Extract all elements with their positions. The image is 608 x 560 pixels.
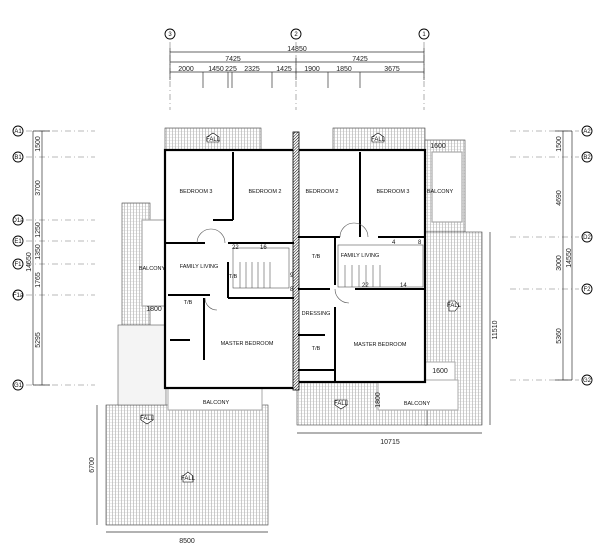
- dim-terrace: 11510: [492, 320, 499, 339]
- fall-arrow-icon: FALL: [371, 132, 386, 143]
- dimensions-left: 14650 1500 3700 1250 1350 1765 5295: [26, 130, 50, 386]
- dim-part: 3700: [35, 180, 42, 196]
- room-bedroom-3-left: BEDROOM 3: [179, 189, 212, 195]
- dim-part: 4690: [556, 190, 563, 206]
- grid-label: F1a: [13, 293, 24, 299]
- dim-part: 2325: [244, 66, 260, 73]
- dim-balcony: 1600: [432, 368, 448, 375]
- stair-mark: 8: [290, 287, 294, 293]
- svg-text:FALL: FALL: [371, 137, 386, 143]
- svg-text:FALL: FALL: [140, 416, 155, 422]
- dim-part: 5295: [35, 332, 42, 348]
- dim-total: 14550: [566, 248, 573, 268]
- room-bedroom-2-right: BEDROOM 2: [305, 189, 338, 195]
- dim-part: 5360: [556, 328, 563, 344]
- svg-text:FALL: FALL: [334, 401, 349, 407]
- grid-label: 1: [422, 32, 426, 38]
- svg-text:FALL: FALL: [447, 303, 462, 309]
- room-balcony-side-left: BALCONY: [139, 266, 166, 272]
- stair-mark: 9: [290, 273, 294, 279]
- grid-bubbles-left: A1 B1 D1a E1 F1 F1a G1: [12, 125, 24, 391]
- grid-label: A2: [583, 129, 591, 135]
- room-bedroom-3-right: BEDROOM 3: [376, 189, 409, 195]
- grid-label: D1a: [12, 218, 24, 224]
- grid-bubbles-right: A2 B2 D2 F2 G2: [581, 125, 593, 386]
- grid-label: F1: [14, 262, 22, 268]
- glass-canopy: [117, 324, 167, 406]
- grid-label: G1: [14, 383, 23, 389]
- dim-part: 3000: [556, 255, 563, 271]
- grid-label: G2: [583, 378, 592, 384]
- fall-arrow-icon: FALL: [181, 471, 196, 483]
- room-tb-right-lower: T/B: [312, 346, 321, 352]
- dim-terrace: 8500: [179, 538, 195, 545]
- dim-part: 1450: [208, 66, 224, 73]
- grid-label: F2: [583, 287, 591, 293]
- fall-arrow-icon: FALL: [334, 399, 349, 410]
- stair-mark: 8: [418, 240, 422, 246]
- dim-terrace: 10715: [380, 439, 400, 446]
- stair-mark: 4: [392, 240, 396, 246]
- dim-part: 1850: [336, 66, 352, 73]
- decking-areas: [105, 127, 483, 526]
- dim-part: 1900: [304, 66, 320, 73]
- room-tb-left-upper: T/B: [229, 274, 238, 280]
- grid-label: 2: [294, 32, 298, 38]
- stair-mark: 16: [260, 245, 267, 251]
- dim-part: 1425: [276, 66, 292, 73]
- room-labels: BEDROOM 3 BEDROOM 2 BEDROOM 2 BEDROOM 3 …: [139, 189, 454, 407]
- building-walls: [163, 131, 427, 391]
- grid-label: A1: [14, 129, 22, 135]
- dim-total: 14850: [287, 46, 307, 53]
- grid-label: 3: [168, 32, 172, 38]
- grid-label: B2: [583, 155, 591, 161]
- party-wall: [292, 131, 300, 391]
- dim-balcony: 1800: [375, 392, 382, 408]
- room-dressing: DRESSING: [302, 311, 331, 317]
- room-tb-left-lower: T/B: [184, 300, 193, 306]
- fall-arrow-icon: FALL: [447, 300, 462, 312]
- dimensions-other: 1600 1800 1600 1800 11510 10715 6700 850…: [89, 143, 499, 545]
- stair-mark: 22: [362, 283, 369, 289]
- room-family-living-right: FAMILY LIVING: [341, 253, 380, 259]
- dim-part: 1500: [556, 136, 563, 152]
- dim-terrace: 6700: [89, 457, 96, 473]
- room-balcony-bottom-left: BALCONY: [203, 400, 230, 406]
- dim-part: 1250: [35, 222, 42, 238]
- grid-label: E1: [14, 239, 22, 245]
- svg-text:FALL: FALL: [206, 137, 221, 143]
- room-family-living-left: FAMILY LIVING: [180, 264, 219, 270]
- dim-half: 7425: [225, 56, 241, 63]
- fall-arrow-icon: FALL: [140, 414, 155, 425]
- dimensions-right: 1500 4690 3000 5360 14550: [555, 130, 573, 381]
- room-tb-right-upper: T/B: [312, 254, 321, 260]
- room-balcony-bottom-right: BALCONY: [404, 401, 431, 407]
- stair-mark: 14: [400, 283, 407, 289]
- room-master-bedroom-left: MASTER BEDROOM: [221, 341, 274, 347]
- dim-half: 7425: [352, 56, 368, 63]
- grid-label: D2: [583, 235, 591, 241]
- stair-mark: 22: [232, 245, 239, 251]
- grid-lines: [26, 42, 579, 386]
- grid-label: B1: [14, 155, 22, 161]
- dim-part: 2000: [178, 66, 194, 73]
- svg-text:FALL: FALL: [181, 476, 196, 482]
- dim-part: 1765: [35, 272, 42, 288]
- dim-part: 225: [225, 66, 237, 73]
- room-balcony-top-right: BALCONY: [427, 189, 454, 195]
- dim-balcony: 1800: [146, 306, 162, 313]
- room-bedroom-2-left: BEDROOM 2: [248, 189, 281, 195]
- dim-part: 3675: [384, 66, 400, 73]
- grid-bubbles-top: 3 2 1: [164, 28, 430, 40]
- dim-part: 1500: [35, 136, 42, 152]
- stair-marks: 22 16 9 8 22 14 4 8: [232, 240, 422, 293]
- dimensions-top: 14850 7425 7425 2000 1450 225 2325 1425 …: [169, 46, 425, 88]
- dim-total: 14650: [26, 252, 33, 272]
- dim-balcony: 1600: [430, 143, 446, 150]
- fall-markers: FALL FALL FALL FALL FALL FALL: [140, 132, 462, 483]
- dim-part: 1350: [35, 244, 42, 260]
- fall-arrow-icon: FALL: [206, 132, 221, 143]
- room-master-bedroom-right: MASTER BEDROOM: [354, 342, 407, 348]
